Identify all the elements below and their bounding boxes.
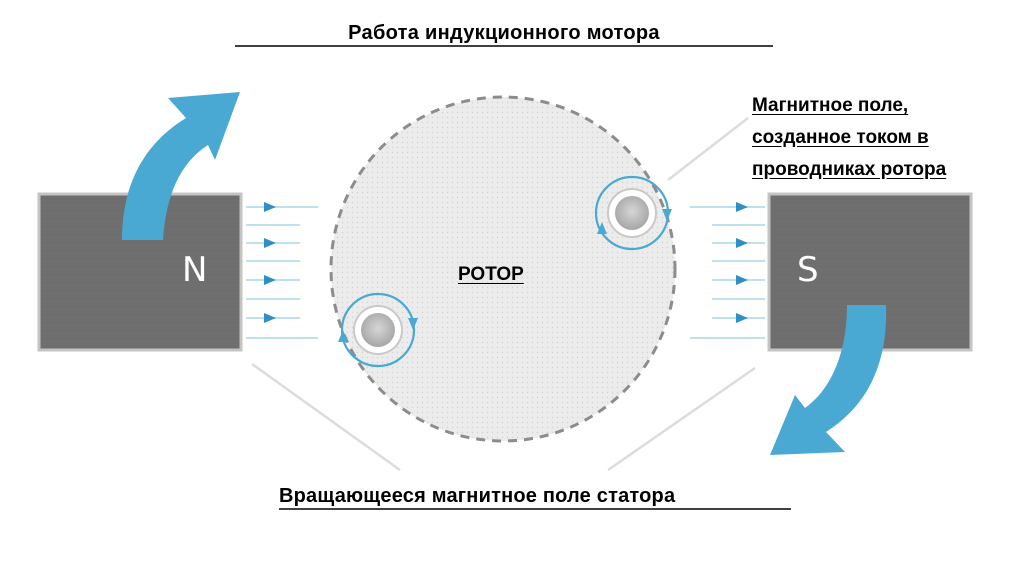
conductor-right bbox=[594, 175, 672, 251]
rotor-field-label: Магнитное поле, созданное током в провод… bbox=[752, 90, 946, 186]
field-lines-left bbox=[246, 206, 318, 339]
rotation-arrow-bottom-icon bbox=[770, 305, 887, 455]
field-lines-right bbox=[690, 206, 765, 339]
rotor-field-label-line-2: созданное током в bbox=[752, 127, 929, 148]
leader-lines bbox=[251, 117, 756, 472]
rotor-field-label-line-1: Магнитное поле, bbox=[752, 95, 909, 116]
rotation-arrow-top-icon bbox=[122, 92, 240, 240]
field-arrows-left bbox=[264, 202, 276, 323]
field-arrows-right bbox=[736, 202, 748, 323]
current-ring-left bbox=[340, 292, 416, 368]
north-pole-label: N bbox=[182, 250, 208, 290]
south-pole-label: S bbox=[797, 250, 819, 290]
rotor-field-label-line-3: проводниках ротора bbox=[752, 159, 947, 180]
diagram-title: Работа индукционного мотора bbox=[348, 22, 660, 44]
rotor bbox=[329, 95, 677, 443]
conductor-left bbox=[338, 292, 418, 368]
rotor-label: РОТОР bbox=[458, 264, 524, 285]
stator-field-label: Вращающееся магнитное поле статора bbox=[279, 485, 676, 507]
